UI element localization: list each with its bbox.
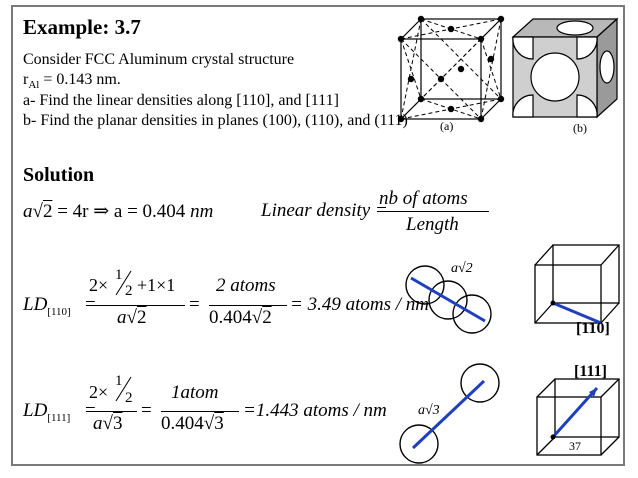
- ld-definition-bar: [377, 211, 489, 212]
- ld111-symbol: LD: [23, 400, 48, 421]
- ld111-sphere-sketch: [399, 363, 500, 464]
- problem-line-1: Consider FCC Aluminum crystal structure: [23, 51, 295, 68]
- figure-b-label: (b): [573, 121, 587, 135]
- ld110-den2-rad: 2: [262, 307, 272, 328]
- slide-title: Example: 3.7: [23, 15, 141, 39]
- fcc-unit-cell-figure: [397, 15, 505, 123]
- ld-definition-denominator: Length: [406, 214, 459, 235]
- ld110-lhs: LD[110]: [23, 294, 71, 318]
- figure-a-label: (a): [440, 119, 454, 133]
- ld111-den2-a: 0.404: [161, 413, 204, 434]
- lattice-equation: a√2 = 4r ⇒ a = 0.404 nm: [23, 201, 214, 222]
- ld-definition-lhs: Linear density =: [261, 200, 388, 221]
- ld110-den2-a: 0.404: [209, 307, 252, 328]
- ld-definition-numerator: nb of atoms: [379, 188, 468, 209]
- ld111-equals-0: =: [85, 400, 96, 421]
- ld110-frac-den: 2: [125, 283, 133, 299]
- lattice-radicand: 2: [42, 201, 53, 222]
- ld111-den-a: a: [93, 413, 103, 434]
- ld110-result: = 3.49 atoms / nm: [290, 294, 429, 315]
- ld110-bar-2: [209, 305, 287, 306]
- ld110-den-2: 0.404√2: [209, 307, 272, 328]
- cube-110-diagram: [534, 244, 620, 325]
- radius-subscript: Al: [28, 79, 40, 92]
- page-number: 37: [569, 439, 581, 453]
- problem-task-b: b- Find the planar densities in planes (…: [23, 112, 408, 129]
- ld110-bar-1: [87, 305, 185, 306]
- ld111-bar-2: [161, 411, 239, 412]
- ld110-length-label: a√2: [451, 261, 473, 276]
- solution-heading: Solution: [23, 164, 95, 186]
- ld111-lhs: LD[111]: [23, 400, 70, 424]
- ld110-num-2: 2 atoms: [216, 275, 276, 296]
- ld111-equals-1: =: [141, 400, 152, 421]
- ld111-result: =1.443 atoms / nm: [243, 400, 387, 421]
- ld111-subscript: [111]: [47, 411, 71, 424]
- ld110-num-part-a: 2×: [89, 275, 109, 295]
- problem-radius: rAl = 0.143 nm.: [23, 70, 121, 95]
- slide-frame: Example: 3.7 Consider FCC Aluminum cryst…: [11, 5, 625, 466]
- ld111-frac-slash: [115, 376, 132, 402]
- ld111-den-1: a√3: [93, 413, 123, 434]
- ld111-den2-rad: 3: [214, 413, 224, 434]
- lattice-middle: = 4r ⇒ a = 0.404: [57, 201, 186, 222]
- ld111-den-rad: 3: [112, 413, 123, 434]
- radius-value: = 0.143 nm.: [43, 71, 121, 88]
- ld111-num-part-a: 2×: [89, 382, 109, 402]
- hard-sphere-figure: [511, 17, 619, 119]
- radius-symbol: r: [23, 71, 29, 88]
- cube-111-diagram: [536, 378, 620, 456]
- ld111-bar-1: [87, 411, 137, 412]
- ld111-length-label: a√3: [418, 403, 440, 418]
- ld110-frac-slash: [115, 270, 132, 296]
- ld110-equals-1: =: [85, 294, 96, 315]
- ld110-equals-2: =: [189, 294, 200, 315]
- direction-111-label: [111]: [574, 363, 607, 380]
- ld110-num-part-b: +1×1: [137, 275, 176, 295]
- ld110-den-a: a: [117, 307, 127, 328]
- lattice-unit: nm: [190, 201, 214, 222]
- ld110-subscript: [110]: [47, 305, 71, 318]
- ld110-den-1: a√2: [117, 307, 147, 328]
- problem-task-a: a- Find the linear densities along [110]…: [23, 92, 339, 109]
- ld110-symbol: LD: [23, 294, 48, 315]
- direction-110-label: [110]: [576, 320, 610, 337]
- ld110-frac-num: 1: [115, 267, 123, 283]
- ld110-den-rad: 2: [136, 307, 147, 328]
- ld110-sphere-sketch: [405, 265, 492, 334]
- ld111-num-2: 1atom: [171, 382, 219, 403]
- ld111-frac-num: 1: [115, 373, 123, 389]
- ld111-frac-den: 2: [125, 390, 133, 406]
- ld111-den-2: 0.404√3: [161, 413, 224, 434]
- lattice-lhs: a: [23, 201, 33, 222]
